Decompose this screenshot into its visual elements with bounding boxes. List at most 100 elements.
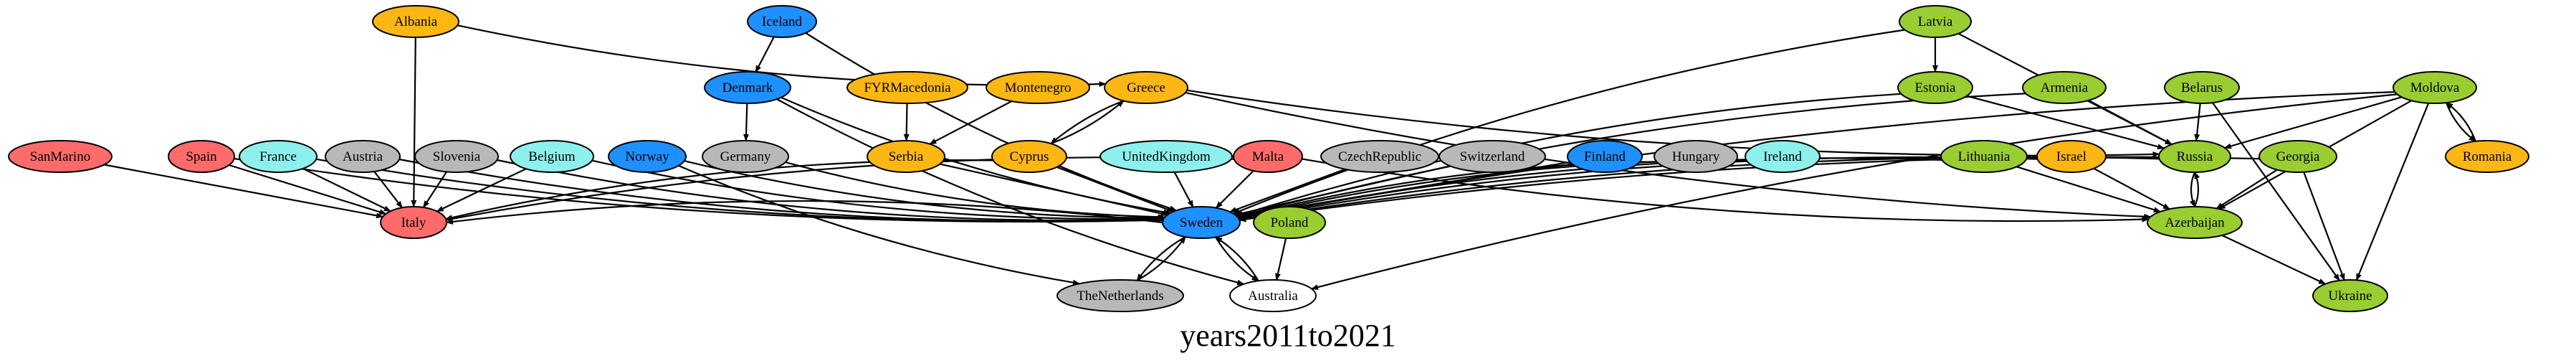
node-ellipse	[1099, 140, 1233, 173]
node-ellipse	[1897, 71, 1973, 104]
node-ellipse	[325, 140, 401, 173]
edge-israel-to-azerbaijan	[2093, 167, 2170, 210]
edge-spain-to-italy	[229, 164, 387, 215]
node-serbia[interactable]: Serbia	[867, 140, 945, 173]
edge-israel-to-sweden	[1239, 156, 2038, 222]
node-ellipse	[702, 140, 789, 173]
node-italy[interactable]: Italy	[380, 206, 447, 239]
node-estonia[interactable]: Estonia	[1897, 71, 1973, 104]
node-ellipse	[1439, 140, 1546, 173]
node-albania[interactable]: Albania	[372, 5, 459, 38]
node-thenetherlands[interactable]: TheNetherlands	[1056, 279, 1184, 312]
node-ellipse	[2445, 140, 2529, 173]
edge-armenia-to-sweden	[1236, 93, 2026, 218]
edge-slovenia-to-italy	[422, 171, 448, 208]
edge-belgium-to-sweden	[591, 159, 1165, 222]
node-malta[interactable]: Malta	[1233, 140, 1303, 173]
node-czechrepublic[interactable]: CzechRepublic	[1320, 140, 1439, 173]
node-label: Cyprus	[1010, 149, 1049, 164]
node-ellipse	[1745, 140, 1821, 173]
node-label: Malta	[1252, 149, 1284, 164]
node-ellipse	[2164, 71, 2240, 104]
node-denmark[interactable]: Denmark	[704, 71, 791, 104]
node-georgia[interactable]: Georgia	[2258, 140, 2337, 173]
edge-czechrepublic-to-sweden	[1229, 168, 1346, 213]
node-ellipse	[1253, 206, 1326, 239]
node-romania[interactable]: Romania	[2445, 140, 2529, 173]
node-ellipse	[1654, 140, 1738, 173]
node-label: Spain	[186, 149, 217, 164]
node-ellipse	[2393, 71, 2477, 104]
node-ukraine[interactable]: Ukraine	[2312, 279, 2388, 312]
node-austria[interactable]: Austria	[325, 140, 401, 173]
node-switzerland[interactable]: Switzerland	[1439, 140, 1546, 173]
node-sanmarino[interactable]: SanMarino	[8, 140, 113, 173]
node-slovenia[interactable]: Slovenia	[414, 140, 499, 173]
node-australia[interactable]: Australia	[1229, 279, 1317, 312]
node-unitedkingdom[interactable]: UnitedKingdom	[1099, 140, 1233, 173]
node-label: Finland	[1584, 149, 1626, 164]
node-ireland[interactable]: Ireland	[1745, 140, 1821, 173]
edge-estonia-to-russia	[1966, 95, 2165, 150]
edge-armenia-to-russia	[2088, 99, 2172, 146]
node-lithuania[interactable]: Lithuania	[1940, 140, 2028, 173]
node-sweden[interactable]: Sweden	[1162, 206, 1241, 239]
node-montenegro[interactable]: Montenegro	[986, 71, 1090, 104]
node-ellipse	[2036, 140, 2107, 173]
edge-greece-to-azerbaijan	[1185, 92, 2152, 220]
node-ellipse	[372, 5, 459, 38]
node-label: Romania	[2463, 149, 2512, 164]
node-azerbaijan[interactable]: Azerbaijan	[2147, 206, 2243, 239]
node-hungary[interactable]: Hungary	[1654, 140, 1738, 173]
node-label: Estonia	[1915, 80, 1957, 95]
node-label: Hungary	[1672, 149, 1720, 164]
edge-georgia-to-sweden	[1239, 156, 2260, 222]
node-cyprus[interactable]: Cyprus	[991, 140, 1067, 173]
node-ellipse	[239, 140, 318, 173]
node-ellipse	[1162, 206, 1241, 239]
node-latvia[interactable]: Latvia	[1899, 5, 1972, 38]
node-armenia[interactable]: Armenia	[2022, 71, 2107, 104]
edge-moldova-to-romania	[2446, 102, 2476, 142]
edge-belarus-to-russia	[2194, 103, 2201, 141]
node-greece[interactable]: Greece	[1104, 71, 1188, 104]
node-label: Belarus	[2181, 80, 2223, 95]
node-label: France	[259, 149, 297, 164]
node-label: Montenegro	[1005, 80, 1072, 95]
node-belarus[interactable]: Belarus	[2164, 71, 2240, 104]
node-ellipse	[510, 140, 594, 173]
edge-france-to-italy	[302, 167, 391, 212]
node-label: Israel	[2056, 149, 2086, 164]
node-label: Serbia	[889, 149, 924, 164]
node-label: Latvia	[1918, 14, 1953, 29]
edge-lithuania-to-azerbaijan	[2016, 166, 2161, 213]
node-belgium[interactable]: Belgium	[510, 140, 594, 173]
node-spain[interactable]: Spain	[168, 140, 235, 173]
node-label: Australia	[1248, 289, 1298, 304]
node-poland[interactable]: Poland	[1253, 206, 1326, 239]
node-iceland[interactable]: Iceland	[747, 5, 817, 38]
edge-estonia-to-sweden	[1236, 93, 1902, 217]
node-fyrmacedonia[interactable]: FYRMacedonia	[846, 71, 968, 104]
node-label: FYRMacedonia	[864, 80, 951, 95]
edge-germany-to-sweden	[785, 161, 1166, 220]
node-norway[interactable]: Norway	[608, 140, 687, 173]
edge-sweden-to-italy	[446, 200, 1163, 225]
node-russia[interactable]: Russia	[2158, 140, 2231, 173]
node-ellipse	[991, 140, 1067, 173]
node-label: Ireland	[1763, 149, 1802, 164]
node-germany[interactable]: Germany	[702, 140, 789, 173]
node-finland[interactable]: Finland	[1567, 140, 1643, 173]
node-israel[interactable]: Israel	[2036, 140, 2107, 173]
node-label: Ukraine	[2328, 289, 2372, 304]
node-label: Albania	[394, 14, 438, 29]
node-label: Norway	[625, 149, 669, 164]
node-label: Italy	[401, 215, 426, 230]
edge-georgia-to-ukraine	[2303, 172, 2345, 281]
node-france[interactable]: France	[239, 140, 318, 173]
edge-moldova-to-ukraine	[2355, 103, 2430, 281]
node-moldova[interactable]: Moldova	[2393, 71, 2477, 104]
node-label: Iceland	[762, 14, 802, 29]
node-label: Austria	[343, 149, 383, 164]
edges-layer	[104, 24, 2476, 291]
